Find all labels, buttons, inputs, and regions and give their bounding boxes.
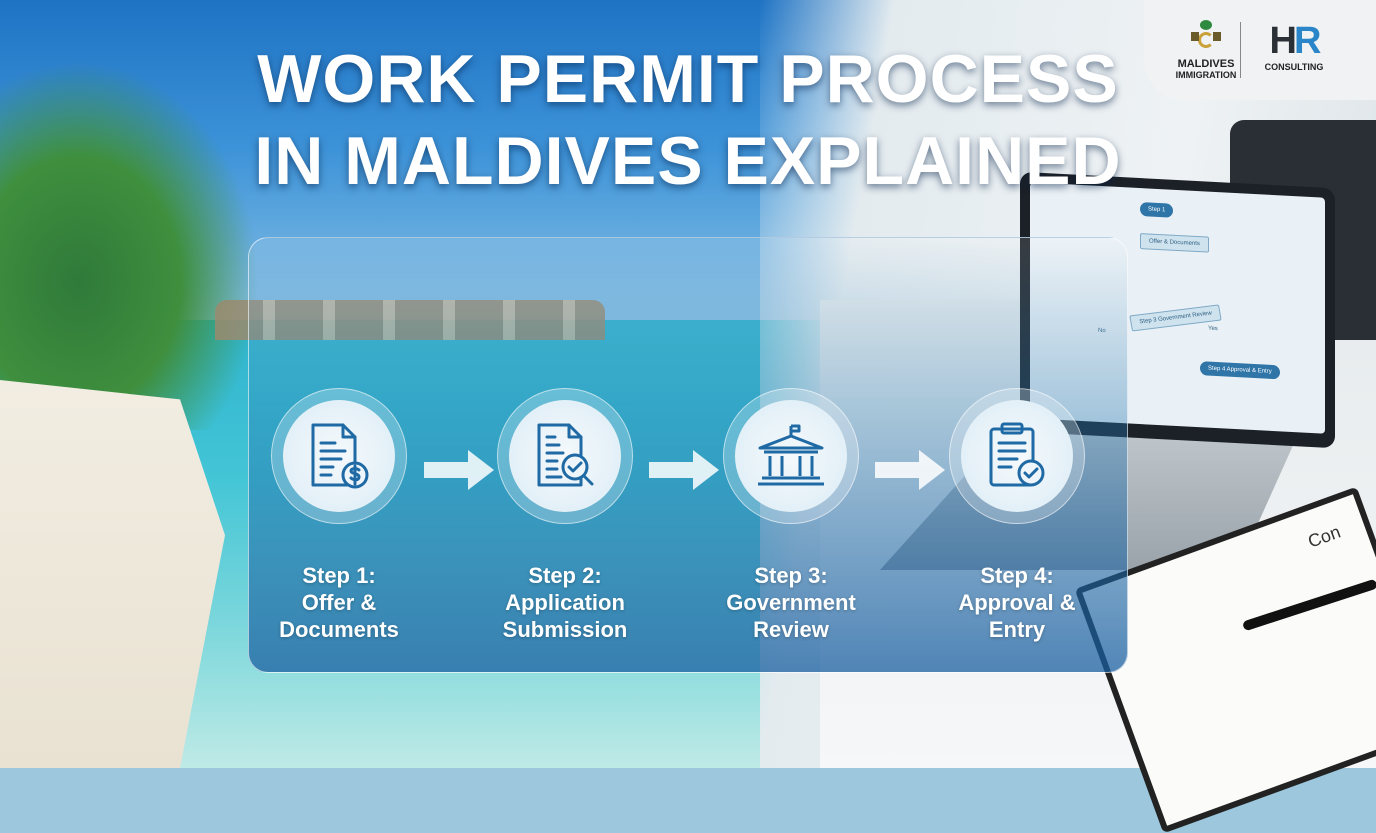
logo-divider: [1240, 22, 1241, 78]
logo-area: MALDIVES IMMIGRATION HR CONSULTING: [1144, 0, 1376, 100]
hr-consulting-logo: HR CONSULTING: [1254, 22, 1334, 72]
step-3-number: Step 3:: [754, 563, 828, 588]
arrow-right-icon: [875, 450, 945, 490]
step-3-line2: Review: [753, 617, 829, 642]
logo-text-consulting: CONSULTING: [1264, 62, 1324, 72]
step-1-line2: Documents: [279, 617, 399, 642]
document-dollar-icon: [311, 423, 369, 489]
title-line-1: WORK PERMIT PROCESS: [257, 41, 1119, 117]
government-building-icon: [758, 424, 824, 486]
document-search-icon: [537, 423, 594, 487]
maldives-immigration-logo: MALDIVES IMMIGRATION: [1166, 20, 1246, 80]
flowchart-offer: Offer & Documents: [1140, 233, 1209, 253]
maldives-emblem-icon: [1191, 20, 1221, 54]
beach-sand: [0, 380, 225, 768]
clipboard-check-icon: [989, 422, 1045, 487]
arrow-right-icon: [424, 450, 494, 490]
title-line-2: IN MALDIVES EXPLAINED: [254, 123, 1122, 199]
logo-h: H: [1269, 20, 1298, 62]
step-4-line1: Approval &: [958, 590, 1076, 615]
paper-title: Con: [1305, 521, 1344, 552]
logo-text-maldives: MALDIVES: [1177, 58, 1235, 70]
flowchart-yes: Yes: [1208, 325, 1218, 333]
step-2-number: Step 2:: [528, 563, 602, 588]
logo-text-immigration: IMMIGRATION: [1175, 70, 1237, 81]
step-4-line2: Entry: [988, 617, 1046, 642]
logo-r: R: [1294, 20, 1322, 62]
palm-trees: [0, 60, 260, 430]
step-1-line1: Offer &: [301, 590, 377, 615]
process-panel: Step 1:Offer &Documents Step 2:Applicati…: [248, 237, 1128, 673]
flowchart-approval: Step 4 Approval & Entry: [1200, 361, 1280, 380]
step-3-line1: Government: [726, 590, 856, 615]
step-4-number: Step 4:: [980, 563, 1054, 588]
step-4: Step 4:Approval &Entry: [907, 388, 1127, 643]
step-2-line2: Submission: [502, 617, 628, 642]
flowchart-start: Step 1: [1140, 202, 1174, 218]
step-1-number: Step 1:: [302, 563, 376, 588]
step-2-line1: Application: [505, 590, 625, 615]
step-1: Step 1:Offer &Documents: [229, 388, 449, 643]
arrow-right-icon: [649, 450, 719, 490]
